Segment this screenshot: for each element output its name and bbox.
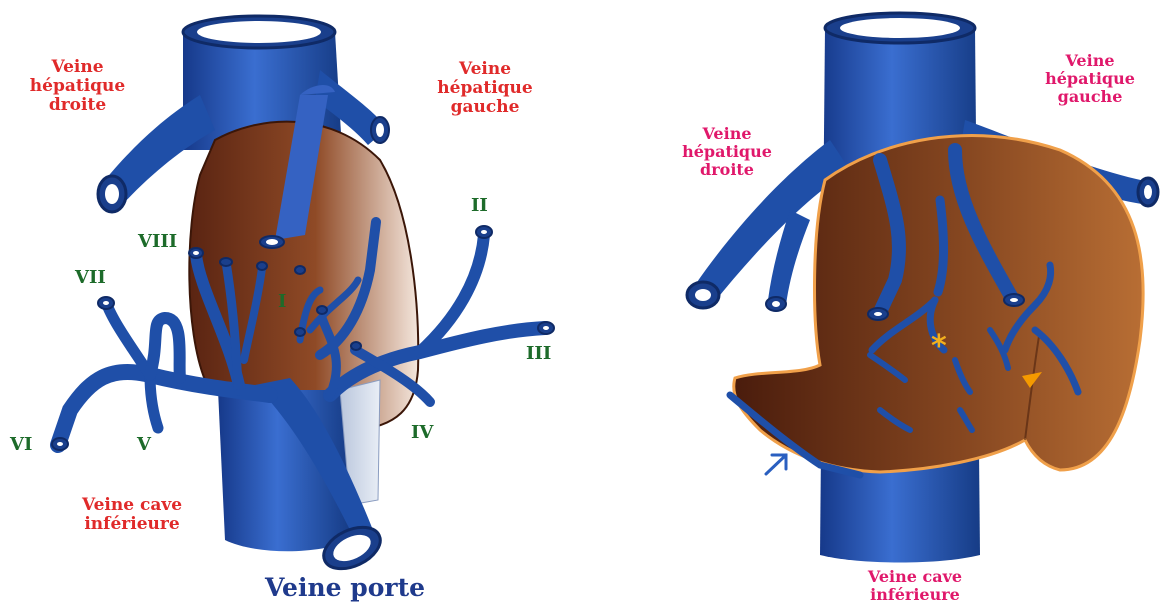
segment-label-iv: IV bbox=[411, 423, 433, 443]
arrow-icon bbox=[766, 455, 786, 474]
segment-label-i: I bbox=[278, 292, 286, 312]
label-right-hepatic-vein-right: Veine hépatique droite bbox=[672, 125, 782, 179]
segment-label-viii: VIII bbox=[138, 232, 177, 252]
segment-label-v: V bbox=[137, 435, 151, 455]
label-left-hepatic-vein-left: Veine hépatique gauche bbox=[425, 60, 545, 117]
asterisk-marker: * bbox=[931, 330, 947, 364]
segment-label-iii: III bbox=[526, 344, 551, 364]
label-inferior-vena-cava-right: Veine cave inférieure bbox=[855, 568, 975, 604]
label-inferior-vena-cava-left: Veine cave inférieure bbox=[62, 496, 202, 534]
label-left-hepatic-vein-right: Veine hépatique gauche bbox=[1035, 52, 1145, 106]
segment-label-vii: VII bbox=[75, 268, 106, 288]
label-portal-vein: Veine porte bbox=[245, 574, 445, 602]
segment-label-ii: II bbox=[471, 196, 488, 216]
segment-label-vi: VI bbox=[10, 435, 32, 455]
label-right-hepatic-vein-left: Veine hépatique droite bbox=[20, 58, 135, 115]
